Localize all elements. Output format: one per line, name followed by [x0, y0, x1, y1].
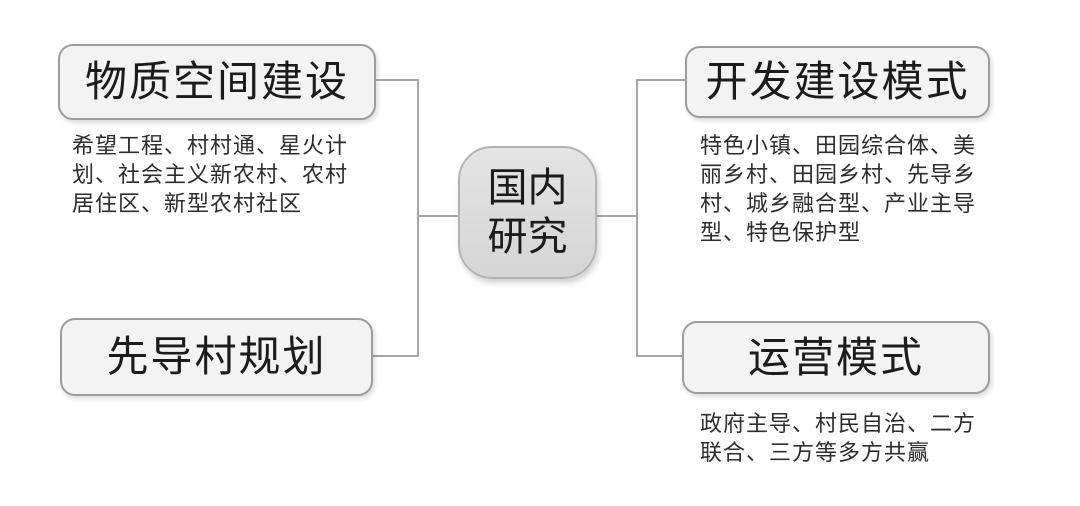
- node-domestic-research: 国内 研究: [458, 146, 597, 279]
- node-pilot-village-planning-label: 先导村规划: [106, 333, 327, 380]
- connector-left-bottom: [373, 355, 418, 357]
- connector-left-middle: [419, 215, 458, 217]
- node-physical-space-construction: 物质空间建设: [58, 44, 376, 120]
- node-development-construction-model-label: 开发建设模式: [705, 58, 970, 105]
- node-operation-model: 运营模式: [682, 321, 990, 394]
- description-physical-space-construction: 希望工程、村村通、星火计 划、社会主义新农村、农村 居住区、新型农村社区: [72, 133, 349, 216]
- connector-left-vertical: [417, 79, 419, 357]
- node-physical-space-construction-label: 物质空间建设: [84, 58, 349, 105]
- node-development-construction-model: 开发建设模式: [685, 46, 990, 118]
- node-domestic-research-label: 国内 研究: [487, 165, 568, 259]
- connector-right-vertical: [636, 79, 638, 357]
- connector-left-top: [376, 79, 418, 81]
- description-operation-model: 政府主导、村民自治、二方 联合、三方等多方共赢: [700, 411, 977, 465]
- connector-right-middle: [597, 215, 636, 217]
- node-pilot-village-planning: 先导村规划: [60, 318, 373, 396]
- connector-right-top: [638, 79, 685, 81]
- connector-right-bottom: [638, 355, 682, 357]
- description-development-construction-model: 特色小镇、田园综合体、美 丽乡村、田园乡村、先导乡 村、城乡融合型、产业主导 型…: [700, 133, 977, 245]
- node-operation-model-label: 运营模式: [747, 333, 924, 381]
